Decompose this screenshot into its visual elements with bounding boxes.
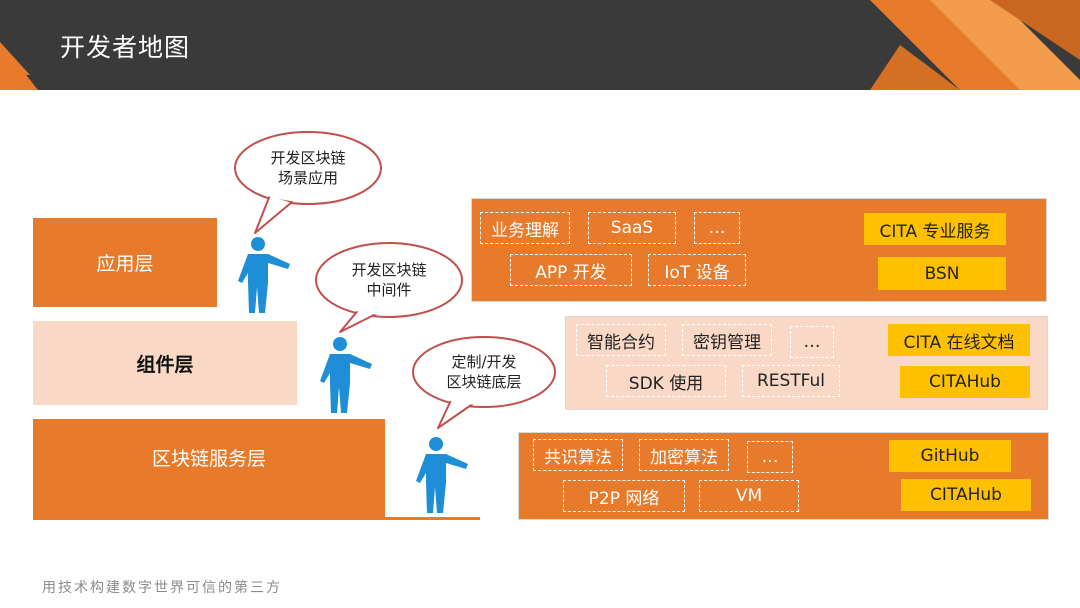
chip-more: … [747, 441, 793, 473]
person-icon [416, 437, 468, 513]
chip-business: 业务理解 [480, 212, 570, 244]
person-icon [238, 237, 290, 313]
panel-application: 业务理解 SaaS … APP 开发 IoT 设备 CITA 专业服务 BSN [471, 198, 1047, 302]
bubble-2-line1: 开发区块链 [351, 261, 427, 279]
chip-more: … [694, 212, 740, 244]
person-icon [320, 337, 372, 413]
layer-chain-base [33, 496, 385, 520]
header-left-accent [0, 42, 38, 90]
chip-more: … [790, 326, 834, 358]
chip-sdk: SDK 使用 [606, 365, 726, 397]
layer-app-label: 应用层 [96, 253, 154, 275]
panel-component: 智能合约 密钥管理 … SDK 使用 RESTFul CITA 在线文档 CIT… [565, 316, 1048, 410]
speech-bubble-2 [315, 242, 463, 333]
bubble-1-line2: 场景应用 [277, 169, 338, 187]
chip-crypto: 加密算法 [639, 439, 729, 471]
chip-restful: RESTFul [742, 365, 840, 397]
chip-app-dev: APP 开发 [510, 254, 632, 286]
layer-chain-label: 区块链服务层 [151, 448, 266, 470]
service-cita-docs: CITA 在线文档 [888, 324, 1030, 356]
chip-iot: IoT 设备 [648, 254, 746, 286]
bubble-1-line1: 开发区块链 [270, 149, 346, 167]
service-cita-pro: CITA 专业服务 [864, 213, 1006, 245]
bubble-2-text: 开发区块链 中间件 [329, 260, 449, 300]
page-title: 开发者地图 [60, 33, 191, 62]
chip-saas: SaaS [588, 212, 676, 244]
speech-bubble-1 [234, 131, 382, 234]
bubble-3-text: 定制/开发 区块链底层 [424, 352, 544, 392]
floor-line [385, 517, 480, 520]
speech-bubble-3 [412, 336, 556, 429]
layer-chain: 区块链服务层 [33, 419, 385, 496]
chip-key-management: 密钥管理 [682, 324, 772, 356]
bubble-2-line2: 中间件 [366, 281, 412, 299]
chip-smart-contract: 智能合约 [576, 324, 666, 356]
header-decoration [0, 0, 1080, 90]
bubble-3-line1: 定制/开发 [451, 353, 517, 371]
service-github: GitHub [889, 440, 1011, 472]
bubble-1-text: 开发区块链 场景应用 [248, 148, 368, 188]
footer-slogan: 用技术构建数字世界可信的第三方 [42, 580, 282, 596]
chip-p2p: P2P 网络 [563, 480, 685, 512]
chip-consensus: 共识算法 [533, 439, 623, 471]
header-bar: 开发者地图 [0, 0, 1080, 90]
service-citahub: CITAHub [901, 479, 1031, 511]
service-citahub: CITAHub [900, 366, 1030, 398]
layer-component-label: 组件层 [136, 353, 194, 376]
layer-app: 应用层 [33, 218, 217, 307]
bubble-3-line2: 区块链底层 [446, 373, 522, 391]
layer-component: 组件层 [33, 321, 297, 405]
chip-vm: VM [699, 480, 799, 512]
panel-chain-service: 共识算法 加密算法 … P2P 网络 VM GitHub CITAHub [518, 432, 1049, 520]
service-bsn: BSN [878, 257, 1006, 290]
